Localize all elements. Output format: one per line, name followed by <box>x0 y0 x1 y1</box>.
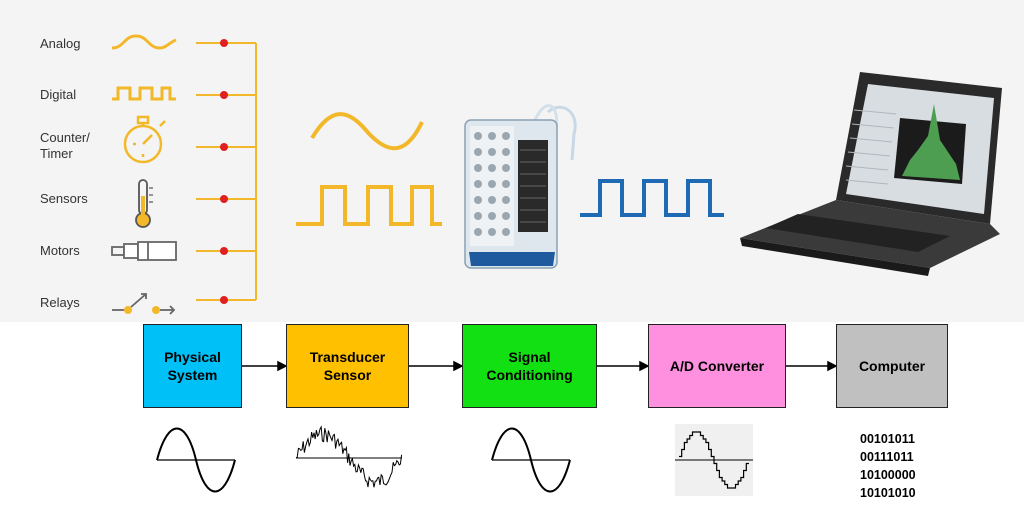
block-physical-system: Physical System <box>143 324 242 408</box>
counter-timer-text: Counter/ Timer <box>40 130 90 161</box>
large-analog-wave <box>310 112 424 151</box>
block-computer: Computer <box>836 324 948 408</box>
thermometer-icon <box>135 179 153 228</box>
analog-wave-icon <box>111 34 177 50</box>
adc-staircase-wave <box>679 431 749 489</box>
relay-switch-icon <box>112 293 176 315</box>
signal-label-sensors: Sensors <box>40 191 88 206</box>
signal-bus-connectors <box>196 42 257 301</box>
motor-icon <box>111 241 177 261</box>
transducer-noisy-wave <box>295 425 403 488</box>
signal-label-digital: Digital <box>40 87 77 102</box>
block-signal-conditioning-label: Signal Conditioning <box>486 349 573 383</box>
binary-line: 10101010 <box>860 486 916 500</box>
binary-output: 00101011 00111011 10100000 10101010 <box>860 430 916 502</box>
large-digital-wave <box>296 185 442 226</box>
block-transducer-sensor: Transducer Sensor <box>286 324 409 408</box>
binary-line: 00111011 <box>860 450 914 464</box>
daq-device-illustration <box>464 104 577 269</box>
binary-line: 00101011 <box>860 432 915 446</box>
signal-label-motors: Motors <box>40 243 80 258</box>
stopwatch-icon <box>123 115 166 164</box>
block-ad-converter: A/D Converter <box>648 324 786 408</box>
block-signal-conditioning: Signal Conditioning <box>462 324 597 408</box>
binary-line: 10100000 <box>860 468 916 482</box>
pipeline-arrows <box>242 360 838 372</box>
junction-dots <box>220 39 228 304</box>
block-transducer-sensor-label: Transducer Sensor <box>309 349 386 383</box>
signal-label-relays: Relays <box>40 295 80 310</box>
blue-digital-wave <box>580 179 724 217</box>
digital-pulse-icon <box>112 86 176 101</box>
laptop-illustration <box>740 72 1002 276</box>
block-physical-system-label: Physical System <box>164 349 221 383</box>
block-ad-converter-label: A/D Converter <box>669 358 765 374</box>
signal-label-counter-timer: Counter/ Timer <box>40 130 110 162</box>
signal-label-analog: Analog <box>40 36 81 51</box>
block-computer-label: Computer <box>858 358 926 374</box>
